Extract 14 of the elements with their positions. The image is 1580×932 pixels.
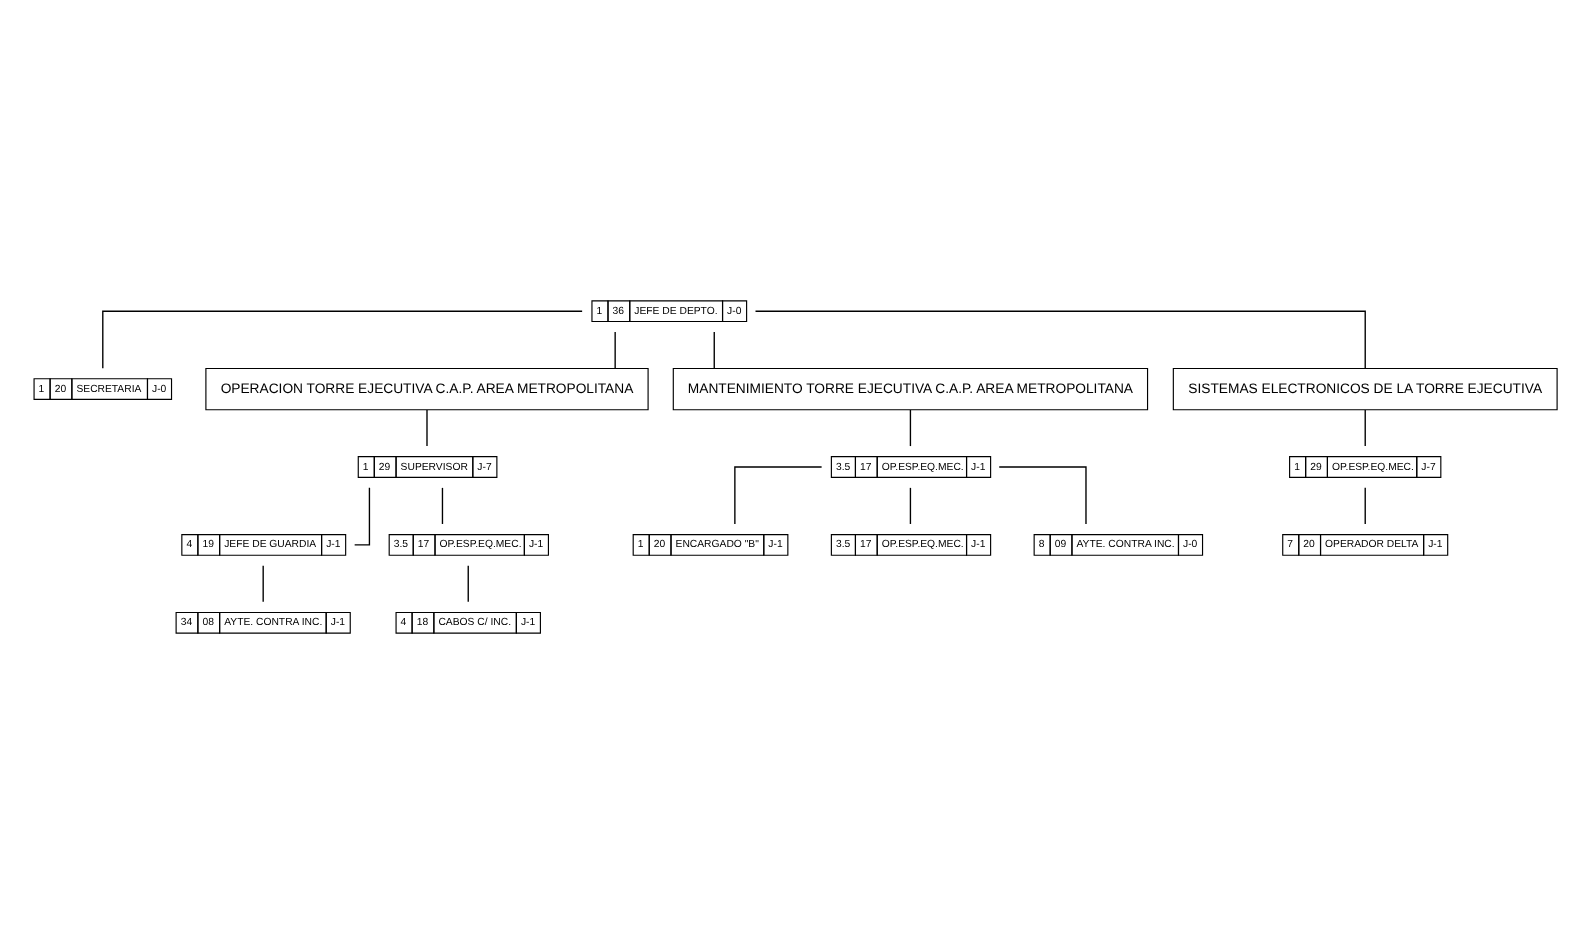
connector bbox=[733, 465, 822, 524]
connector bbox=[997, 465, 1086, 524]
connector bbox=[908, 486, 911, 524]
connector bbox=[440, 486, 443, 524]
connector bbox=[1363, 486, 1365, 524]
connector bbox=[261, 564, 263, 602]
connector bbox=[908, 408, 911, 446]
connector bbox=[1363, 408, 1365, 446]
connector bbox=[753, 309, 1365, 368]
connector bbox=[613, 330, 615, 368]
connector bbox=[466, 564, 468, 602]
connector bbox=[712, 330, 714, 368]
connector bbox=[425, 408, 427, 446]
connector bbox=[101, 309, 582, 368]
